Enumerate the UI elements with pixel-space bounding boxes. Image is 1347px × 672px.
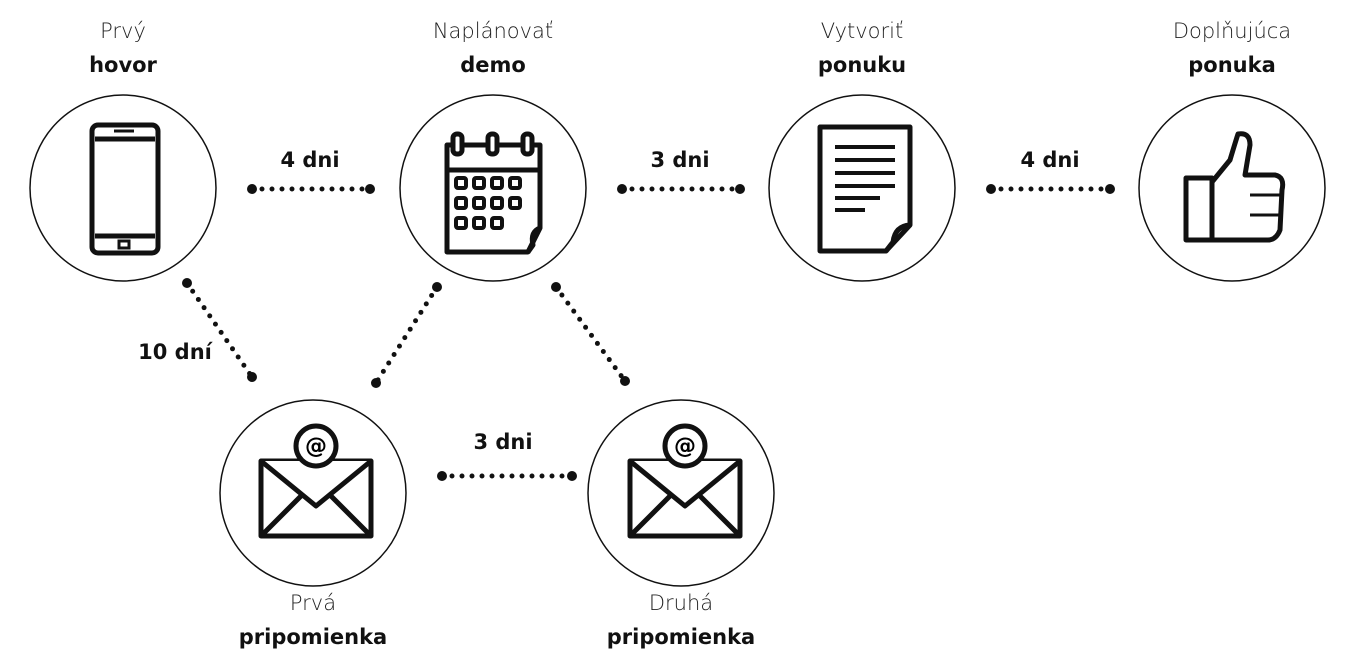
document-icon (817, 124, 913, 254)
edge-label: 3 dni (650, 148, 710, 172)
node-label-line2: pripomienka (606, 625, 756, 649)
node-label-line2: ponuku (817, 53, 907, 77)
node-label-line1: Prvý (100, 19, 146, 43)
calendar-icon (444, 131, 543, 255)
phone-icon (89, 122, 161, 256)
node-label-reminder1: Prvá pripomienka (193, 586, 433, 654)
node-label-line2: demo (460, 53, 526, 77)
edge-label: 4 dni (1020, 148, 1080, 172)
node-label-demo: Naplánovať demo (373, 14, 613, 82)
node-label-offer: Vytvoriť ponuku (742, 14, 982, 82)
node-label-line1: Doplňujúca (1172, 19, 1292, 43)
node-followup (1138, 94, 1326, 282)
node-label-line1: Prvá (289, 591, 337, 615)
node-label-call: Prvý hovor (3, 14, 243, 82)
edge-label: 4 dni (280, 148, 340, 172)
edge-label: 3 dni (473, 430, 533, 454)
node-label-line2: pripomienka (238, 625, 388, 649)
node-label-line1: Vytvoriť (820, 19, 904, 43)
edge-label: 10 dní (138, 340, 212, 364)
node-label-line2: hovor (89, 53, 157, 77)
node-label-line1: Druhá (648, 591, 714, 615)
node-label-followup: Doplňujúca ponuka (1112, 14, 1347, 82)
edge-call-reminder1 (184, 280, 255, 380)
node-label-line1: Naplánovať (432, 19, 554, 43)
edge-reminder1-demo (373, 284, 440, 386)
node-label-line2: ponuka (1188, 53, 1276, 77)
thumbs-up-icon (1183, 131, 1286, 243)
node-label-reminder2: Druhá pripomienka (561, 586, 801, 654)
node-call (29, 94, 217, 282)
edge-demo-reminder2 (553, 284, 628, 384)
